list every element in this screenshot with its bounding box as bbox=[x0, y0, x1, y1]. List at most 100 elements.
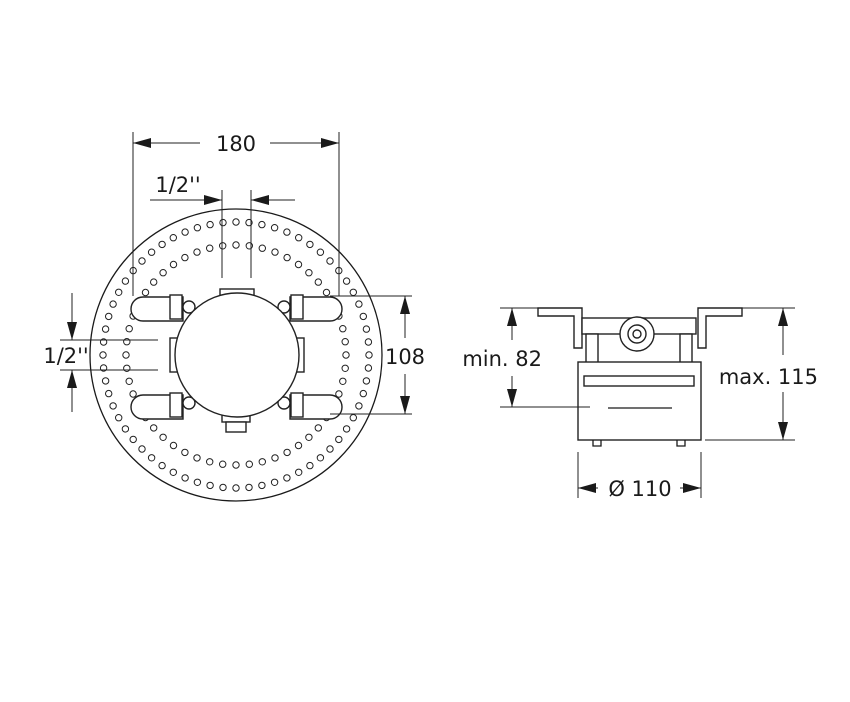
perforation-dot bbox=[206, 220, 214, 229]
dimension-left-thread: 1/2'' bbox=[43, 293, 158, 412]
perforation-dot bbox=[115, 288, 123, 296]
perforation-dot bbox=[335, 390, 343, 398]
perforation-dot bbox=[342, 425, 351, 433]
side-view: min. 82 max. 115 Ø 110 bbox=[462, 307, 818, 501]
perforation-dot bbox=[258, 458, 266, 466]
perforation-dot bbox=[158, 240, 166, 249]
perforation-dot bbox=[206, 481, 214, 490]
lug-top-left bbox=[130, 294, 196, 322]
dimension-label-top-thread: 1/2'' bbox=[155, 173, 200, 197]
perforation-dot bbox=[219, 242, 227, 250]
perforation-dot bbox=[305, 433, 313, 441]
perforation-dot bbox=[123, 364, 131, 372]
perforation-dot bbox=[364, 364, 373, 372]
perforation-dot bbox=[258, 481, 266, 490]
perforation-dot bbox=[355, 300, 363, 308]
perforation-dot bbox=[270, 478, 279, 486]
perforation-dot bbox=[245, 218, 253, 227]
dimension-label-108: 108 bbox=[385, 345, 425, 369]
perforation-dot bbox=[129, 435, 137, 444]
perforation-dot bbox=[193, 454, 201, 462]
perforation-dot bbox=[169, 441, 178, 450]
perforation-dot bbox=[123, 338, 131, 346]
perforation-dot bbox=[339, 377, 347, 385]
perforation-dot bbox=[326, 445, 334, 453]
perforation-dot bbox=[121, 425, 130, 433]
perforation-dot bbox=[232, 484, 240, 492]
perforation-dot bbox=[283, 253, 291, 262]
perforation-dot bbox=[101, 325, 110, 333]
perforation-dot bbox=[219, 460, 227, 468]
perforation-dot bbox=[193, 224, 202, 232]
perforation-dot bbox=[365, 351, 373, 359]
perforation-dot bbox=[99, 364, 108, 372]
perforation-dot bbox=[305, 269, 313, 277]
perforation-dot bbox=[125, 377, 133, 385]
perforation-dot bbox=[232, 461, 240, 469]
dimension-top-thread: 1/2'' bbox=[150, 173, 295, 278]
dimension-max-115: max. 115 bbox=[705, 307, 818, 441]
perforation-dot bbox=[295, 234, 303, 242]
perforation-dot bbox=[316, 454, 325, 462]
perforation-dot bbox=[232, 241, 240, 249]
body-housing bbox=[577, 361, 702, 441]
perforation-dot bbox=[314, 424, 322, 432]
perforation-dot bbox=[359, 312, 367, 321]
lug-bottom-right bbox=[277, 392, 343, 420]
perforation-dot bbox=[122, 351, 130, 359]
mounting-plate-outline bbox=[89, 208, 383, 502]
perforation-dot bbox=[335, 435, 343, 444]
perforation-dot bbox=[258, 220, 266, 229]
perforation-dot bbox=[193, 478, 202, 486]
lug-top-right bbox=[277, 294, 343, 322]
perforation-dot bbox=[159, 433, 167, 441]
dimension-label-max-115: max. 115 bbox=[719, 365, 818, 389]
perforation-dot bbox=[314, 278, 322, 286]
perforation-dot bbox=[206, 458, 214, 466]
perforation-dot bbox=[169, 234, 178, 242]
perforation-dot bbox=[306, 461, 314, 470]
perforation-dot bbox=[115, 414, 123, 422]
perforation-dot bbox=[159, 269, 167, 277]
dimension-label-diameter-110: Ø 110 bbox=[608, 477, 671, 501]
dimension-108: 108 bbox=[330, 295, 425, 415]
perforation-dot bbox=[232, 218, 240, 226]
perforation-dot bbox=[206, 244, 214, 252]
perforation-dot bbox=[355, 402, 363, 410]
perforation-dot bbox=[181, 474, 189, 482]
perforation-dot bbox=[349, 414, 357, 422]
valve-body bbox=[174, 292, 300, 418]
perforation-dot bbox=[109, 300, 117, 308]
perforation-dot bbox=[219, 483, 227, 492]
perforation-dot bbox=[271, 454, 279, 462]
perforation-dot bbox=[245, 483, 253, 492]
perforation-dot bbox=[342, 277, 351, 285]
perforation-dot bbox=[141, 288, 150, 297]
perforation-dots bbox=[99, 218, 373, 492]
perforation-dot bbox=[364, 338, 373, 346]
perforation-dot bbox=[283, 228, 291, 236]
perforation-dot bbox=[129, 390, 137, 398]
perforation-dot bbox=[147, 454, 156, 462]
perforation-dot bbox=[283, 474, 291, 482]
perforation-dot bbox=[362, 377, 371, 385]
dimension-180: 180 bbox=[132, 132, 340, 296]
perforation-dot bbox=[105, 389, 113, 398]
perforation-dot bbox=[322, 288, 331, 297]
perforation-dot bbox=[341, 364, 349, 372]
perforation-dot bbox=[258, 244, 266, 252]
perforation-dot bbox=[181, 448, 189, 457]
perforation-dot bbox=[294, 260, 303, 269]
perforation-dot bbox=[181, 253, 189, 262]
fixing-lugs bbox=[130, 294, 343, 420]
perforation-dot bbox=[219, 218, 227, 227]
perforation-dot bbox=[342, 351, 350, 359]
perforation-dot bbox=[101, 377, 110, 385]
dimension-label-left-thread: 1/2'' bbox=[43, 344, 88, 368]
perforation-dot bbox=[147, 248, 156, 256]
perforation-dot bbox=[271, 248, 279, 256]
front-view: 180 1/2'' 1/2'' bbox=[43, 132, 425, 502]
perforation-dot bbox=[109, 402, 117, 410]
